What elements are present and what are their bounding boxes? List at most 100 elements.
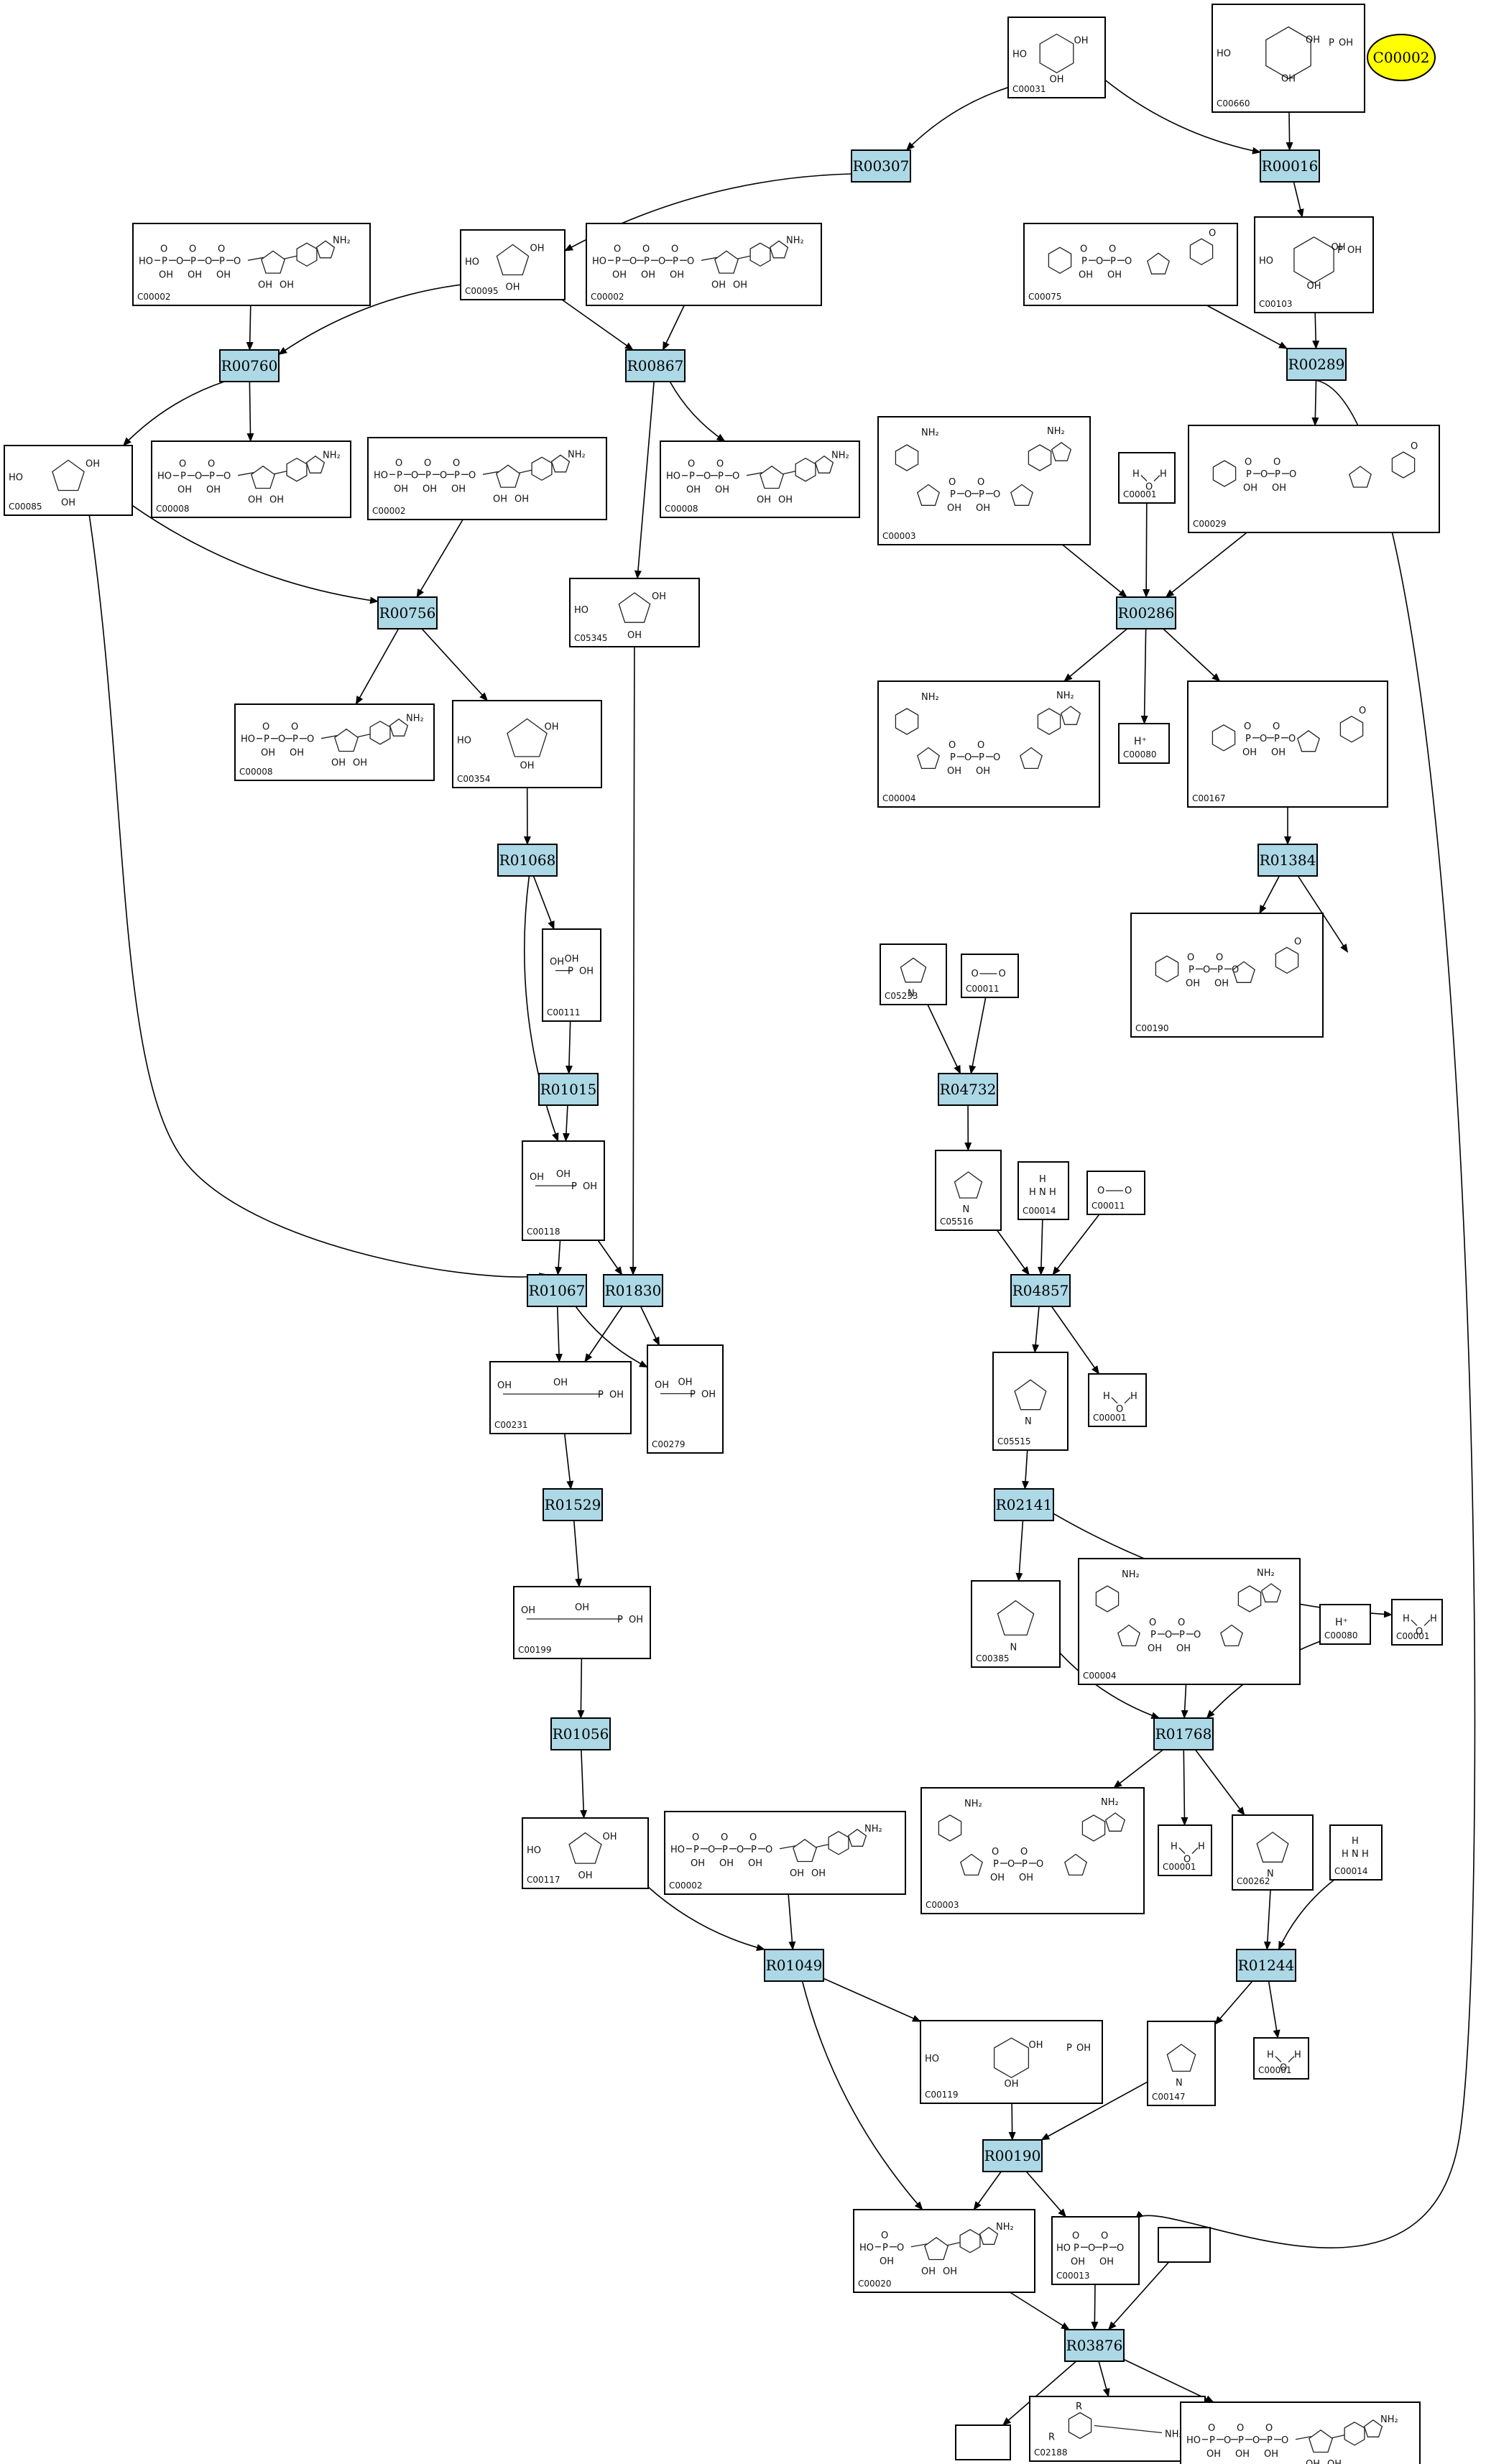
atom-label: OH <box>530 1172 544 1183</box>
reaction-r01529[interactable]: R01529 <box>543 1488 603 1521</box>
atom-label: NH₂ <box>1101 1797 1119 1808</box>
reaction-r01830[interactable]: R01830 <box>603 1274 663 1307</box>
molecule-bond <box>1153 475 1160 481</box>
edge-arrow <box>1181 1749 1189 1826</box>
reaction-r01056[interactable]: R01056 <box>550 1717 611 1750</box>
reaction-r01015[interactable]: R01015 <box>538 1073 599 1106</box>
reaction-label: R04732 <box>940 1081 997 1098</box>
reaction-r00016[interactable]: R00016 <box>1260 149 1320 183</box>
atom-label: OH <box>261 748 275 759</box>
molecule-ring <box>1212 724 1236 752</box>
molecule-bond <box>701 257 718 261</box>
reaction-r03876[interactable]: R03876 <box>1064 2329 1125 2362</box>
atom-label: OH <box>943 2266 957 2277</box>
reaction-r00190[interactable]: R00190 <box>982 2139 1043 2172</box>
atom-label: N <box>1352 1849 1359 1860</box>
compound-c00080[interactable]: H⁺C00080 <box>1319 1604 1371 1645</box>
compound-box <box>1017 1161 1069 1220</box>
molecule-ring <box>993 2037 1030 2079</box>
reaction-r04857[interactable]: R04857 <box>1010 1274 1071 1307</box>
reaction-r00760[interactable]: R00760 <box>219 349 280 382</box>
atom-label: P <box>979 489 984 500</box>
edge-arrow <box>669 381 726 442</box>
compound-blank[interactable] <box>1158 2227 1211 2263</box>
edge-arrow <box>1025 2171 1067 2218</box>
atom-label: P <box>1074 2243 1079 2253</box>
reaction-r04732[interactable]: R04732 <box>938 1073 998 1106</box>
compound-blank[interactable] <box>955 2424 1011 2460</box>
reaction-r02141[interactable]: R02141 <box>994 1488 1054 1521</box>
reaction-r01384[interactable]: R01384 <box>1257 844 1318 877</box>
atom-label: OH <box>423 484 437 494</box>
reaction-r01244[interactable]: R01244 <box>1236 1949 1296 1982</box>
compound-c00080[interactable]: H⁺C00080 <box>1118 723 1170 764</box>
reaction-r00289[interactable]: R00289 <box>1286 348 1347 381</box>
edge-arrow <box>1104 79 1261 154</box>
atom-label: OH <box>1074 35 1089 46</box>
edge-arrow <box>573 1520 583 1587</box>
atom-label: O <box>1109 244 1116 254</box>
reaction-r00286[interactable]: R00286 <box>1116 596 1176 629</box>
molecule-bond <box>1288 2056 1295 2063</box>
edge-arrow <box>1293 181 1304 218</box>
reaction-r01049[interactable]: R01049 <box>764 1949 824 1982</box>
reaction-r00756[interactable]: R00756 <box>377 596 438 629</box>
reaction-r00867[interactable]: R00867 <box>625 349 686 382</box>
atom-label: NH₂ <box>1257 1568 1275 1579</box>
reaction-r01068[interactable]: R01068 <box>497 844 558 877</box>
highlight-compound[interactable]: C00002 <box>1367 34 1436 81</box>
reaction-r01768[interactable]: R01768 <box>1153 1717 1214 1750</box>
reaction-r00307[interactable]: R00307 <box>851 149 911 183</box>
atom-label: P <box>1110 256 1116 267</box>
reaction-r01067[interactable]: R01067 <box>527 1274 587 1307</box>
